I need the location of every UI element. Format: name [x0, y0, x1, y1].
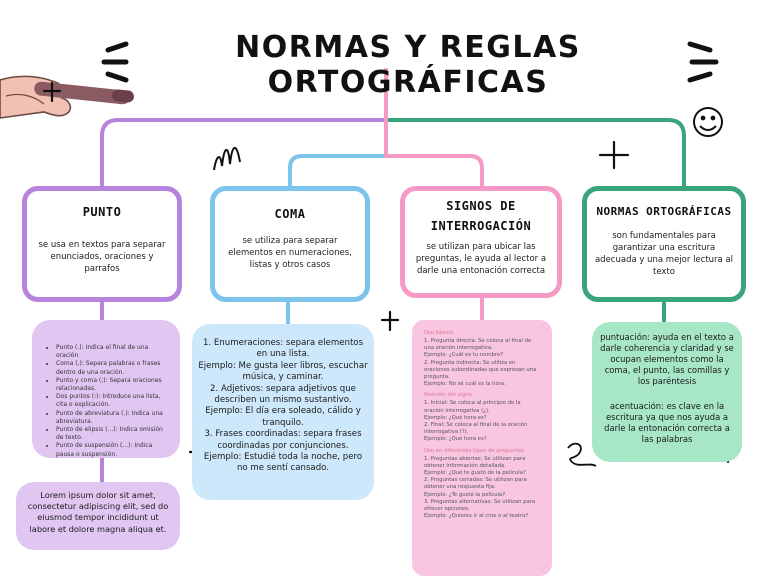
signos-line: Ejemplo: ¿Cuál es tu nombre? — [424, 352, 504, 359]
card-coma: COMA se utiliza para separar elementos e… — [210, 186, 370, 302]
punto-detail: Punto (.): Indica el final de una oració… — [32, 320, 180, 458]
card-signos-desc: se utilizan para ubicar las preguntas, l… — [415, 242, 547, 276]
card-punto: PUNTO se usa en textos para separar enun… — [22, 186, 182, 302]
connector-lines — [100, 68, 686, 488]
signos-line: 2. Final: Se coloca al final de la oraci… — [424, 422, 528, 436]
card-normas-desc: son fundamentales para garantizar una es… — [594, 231, 734, 277]
lorem-text: Lorem ipsum dolor sit amet, consectetur … — [27, 490, 169, 534]
signos-head-3: Uso en diferentes tipos de preguntas — [424, 447, 524, 454]
swirl-doodle-icon — [567, 442, 597, 467]
punto-list-item: Dos puntos (:): Introduce una lista, cit… — [56, 393, 172, 409]
scribble-doodle-icon — [213, 147, 241, 171]
coma-list: 1. Enumeraciones: separa elementos en un… — [198, 338, 368, 475]
signos-line: 1. Preguntas abiertas: Se utilizan para … — [424, 455, 526, 469]
coma-detail-line: Ejemplo: Me gusta leer libros, escuchar … — [198, 360, 368, 383]
signos-sec-1: 1. Pregunta directa: Se coloca al final … — [424, 338, 540, 388]
signos-line: Ejemplo: ¿Quieres ir al cine o al teatro… — [424, 513, 529, 520]
card-coma-desc: se utiliza para separar elementos en num… — [228, 236, 352, 270]
card-normas-title: NORMAS ORTOGRÁFICAS — [596, 205, 732, 218]
signos-head-2: Posición del signo — [424, 392, 472, 399]
punto-list-item: Coma (,): Separa palabras o frases dentr… — [56, 360, 172, 376]
signos-sec-3: 1. Preguntas abiertas: Se utilizan para … — [424, 456, 540, 521]
card-coma-title: COMA — [274, 207, 306, 221]
punto-list-item: Punto de suspensión (...): Indica pausa … — [56, 442, 172, 458]
signos-line: 1. Pregunta directa: Se coloca al final … — [424, 338, 532, 352]
signos-sec-2: 1. Inicial: Se coloca al principio de la… — [424, 400, 540, 443]
normas-detail: puntuación: ayuda en el texto a darle co… — [592, 322, 742, 462]
punto-list-item: Punto de elipsis (...): Indica omisión d… — [56, 426, 172, 442]
signos-line: 2. Preguntas cerradas: Se utilizan para … — [424, 477, 527, 491]
title-dash-icon — [101, 41, 719, 83]
card-punto-title: PUNTO — [82, 205, 122, 219]
coma-detail-line: 3. Frases coordinadas: separa frases coo… — [204, 429, 362, 451]
signos-line: Ejemplo: ¿Qué hora es? — [424, 414, 487, 421]
smiley-face-icon — [693, 107, 723, 137]
lorem-box: Lorem ipsum dolor sit amet, consectetur … — [16, 482, 180, 550]
coma-detail: 1. Enumeraciones: separa elementos en un… — [192, 324, 374, 500]
signos-head-1: Uso básico — [424, 330, 454, 336]
signos-line: 1. Inicial: Se coloca al principio de la… — [424, 400, 521, 414]
coma-detail-line: 1. Enumeraciones: separa elementos en un… — [202, 338, 364, 360]
normas-acentuacion: acentuación: es clave en la escritura ya… — [604, 401, 730, 444]
coma-detail-line: 2. Adjetivos: separa adjetivos que descr… — [210, 383, 356, 406]
signos-line: Ejemplo: ¿Te gustó la película? — [424, 491, 506, 498]
punto-list-item: Punto y coma (;): Separa oraciones relac… — [56, 377, 172, 393]
card-signos: SIGNOS DE INTERROGACIÓN se utilizan para… — [400, 186, 562, 298]
signos-detail: Uso básico 1. Pregunta directa: Se coloc… — [412, 320, 552, 576]
card-normas: NORMAS ORTOGRÁFICAS son fundamentales pa… — [582, 186, 746, 302]
coma-detail-line: Ejemplo: El día era soleado, cálido y tr… — [205, 406, 361, 428]
normas-puntuacion: puntuación: ayuda en el texto a darle co… — [600, 332, 734, 386]
card-punto-desc: se usa en textos para separar enunciados… — [38, 240, 166, 274]
signos-line: Ejemplo: No sé cuál es la hora. — [424, 381, 506, 388]
signos-line: 2. Pregunta indirecta: Se utiliza en ora… — [424, 359, 537, 381]
signos-line: Ejemplo: ¿Qué te gustó de la película? — [424, 470, 526, 477]
punto-list: Punto (.): Indica el final de una oració… — [40, 344, 172, 459]
hand-holding-marker-icon — [0, 75, 134, 119]
signos-line: Ejemplo: ¿Qué hora es? — [424, 436, 487, 443]
punto-list-item: Punto (.): Indica el final de una oració… — [56, 344, 172, 360]
page-title: NORMAS Y REGLAS ORTOGRÁFICAS — [235, 30, 581, 100]
punto-list-item: Punto de abreviatura (.): Indica una abr… — [56, 410, 172, 426]
coma-detail-line: Ejemplo: Estudié toda la noche, pero no … — [203, 452, 363, 474]
card-signos-title-1: SIGNOS DE — [446, 199, 516, 213]
card-signos-title-2: INTERROGACIÓN — [430, 219, 532, 233]
signos-line: 3. Preguntas alternativas: Se utilizan p… — [424, 498, 536, 513]
